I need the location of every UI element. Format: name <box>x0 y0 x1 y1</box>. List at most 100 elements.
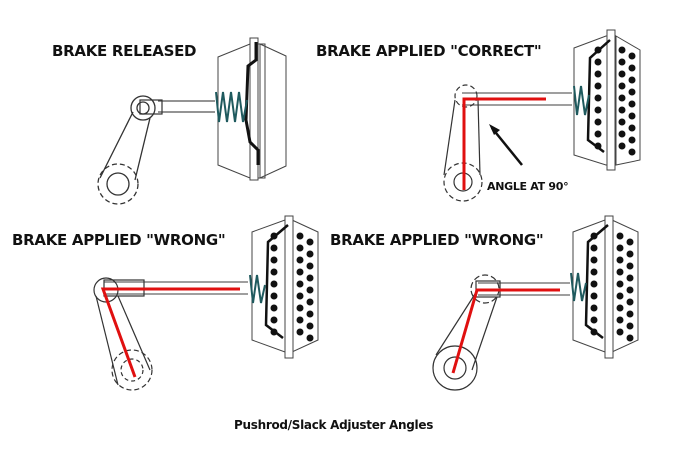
slack-adjuster <box>93 277 153 391</box>
pad-dot <box>626 274 634 282</box>
panel-released <box>97 37 287 205</box>
arrow-head <box>489 124 500 135</box>
pad-dot <box>296 268 304 276</box>
pad-dot <box>594 130 602 138</box>
pad-dot <box>296 328 304 336</box>
pad-dot <box>594 58 602 66</box>
pushrod <box>139 99 215 115</box>
pad-dot <box>594 46 602 54</box>
brake-chamber <box>572 215 639 359</box>
panel-correct <box>443 29 641 202</box>
pad-dot <box>616 244 624 252</box>
panel-title-released: BRAKE RELEASED <box>52 42 197 60</box>
pad-dot <box>590 304 598 312</box>
pad-dot <box>594 94 602 102</box>
pad-dot <box>626 238 634 246</box>
pad-dot <box>618 46 626 54</box>
pad-dot <box>618 118 626 126</box>
pad-dot <box>628 64 636 72</box>
pad-dot <box>590 328 598 336</box>
return-spring-icon <box>249 274 266 304</box>
pad-dot <box>296 232 304 240</box>
pad-dot <box>616 316 624 324</box>
pad-dot <box>306 310 314 318</box>
pad-dot <box>626 262 634 270</box>
pad-dot <box>628 124 636 132</box>
pad-dot <box>590 232 598 240</box>
pad-dot <box>590 256 598 264</box>
indicator-line <box>100 287 240 378</box>
pad-dot <box>628 88 636 96</box>
panel-title-wrong-1: BRAKE APPLIED "WRONG" <box>12 231 226 249</box>
pad-dot <box>270 232 278 240</box>
pad-dot <box>626 322 634 330</box>
indicator-line <box>451 288 560 374</box>
brake-chamber <box>251 215 319 359</box>
pad-dot <box>306 238 314 246</box>
pad-dot <box>270 328 278 336</box>
pad-dot <box>618 58 626 66</box>
pad-dot <box>626 298 634 306</box>
diagram-caption: Pushrod/Slack Adjuster Angles <box>234 418 434 432</box>
return-spring-icon <box>215 91 248 123</box>
pad-dot <box>296 292 304 300</box>
pad-dot <box>618 94 626 102</box>
return-spring-icon <box>573 85 590 116</box>
pad-dot <box>270 304 278 312</box>
pad-dot <box>590 292 598 300</box>
pad-dot <box>628 100 636 108</box>
pad-dot <box>306 334 314 342</box>
return-spring-icon <box>570 272 587 302</box>
pad-dot <box>270 256 278 264</box>
panel-wrong-1 <box>93 215 319 391</box>
pad-dot <box>296 256 304 264</box>
brake-pad-dots <box>594 46 636 156</box>
pad-dot <box>628 136 636 144</box>
pad-dot <box>594 142 602 150</box>
pad-dot <box>270 292 278 300</box>
pad-dot <box>618 130 626 138</box>
slack-adjuster <box>432 274 500 391</box>
pad-dot <box>590 280 598 288</box>
panel-title-correct: BRAKE APPLIED "CORRECT" <box>316 42 542 60</box>
pad-dot <box>628 148 636 156</box>
pad-dot <box>616 292 624 300</box>
diaphragm <box>244 42 260 165</box>
pad-dot <box>296 316 304 324</box>
pad-dot <box>626 334 634 342</box>
pad-dot <box>306 250 314 258</box>
brake-pad-dots <box>270 232 314 342</box>
panel-title-wrong-2: BRAKE APPLIED "WRONG" <box>330 231 544 249</box>
pad-dot <box>628 52 636 60</box>
pad-dot <box>306 322 314 330</box>
pad-dot <box>616 328 624 336</box>
pad-dot <box>626 286 634 294</box>
indicator-line <box>462 97 546 190</box>
pad-dot <box>590 268 598 276</box>
pad-dot <box>616 232 624 240</box>
pad-dot <box>296 244 304 252</box>
pad-dot <box>626 310 634 318</box>
pad-dot <box>306 262 314 270</box>
pad-dot <box>306 274 314 282</box>
pad-dot <box>296 280 304 288</box>
pad-dot <box>618 82 626 90</box>
pushrod <box>462 92 572 106</box>
pad-dot <box>616 280 624 288</box>
pad-dot <box>270 316 278 324</box>
panel-wrong-2 <box>432 215 639 391</box>
pad-dot <box>616 304 624 312</box>
brake-pad-dots <box>590 232 634 342</box>
pad-dot <box>616 268 624 276</box>
pad-dot <box>618 70 626 78</box>
slack-adjuster <box>97 95 156 205</box>
pad-dot <box>616 256 624 264</box>
brake-chamber <box>573 29 641 171</box>
pad-dot <box>628 112 636 120</box>
pad-dot <box>594 82 602 90</box>
pad-dot <box>594 118 602 126</box>
pad-dot <box>628 76 636 84</box>
pad-dot <box>296 304 304 312</box>
pad-dot <box>590 244 598 252</box>
